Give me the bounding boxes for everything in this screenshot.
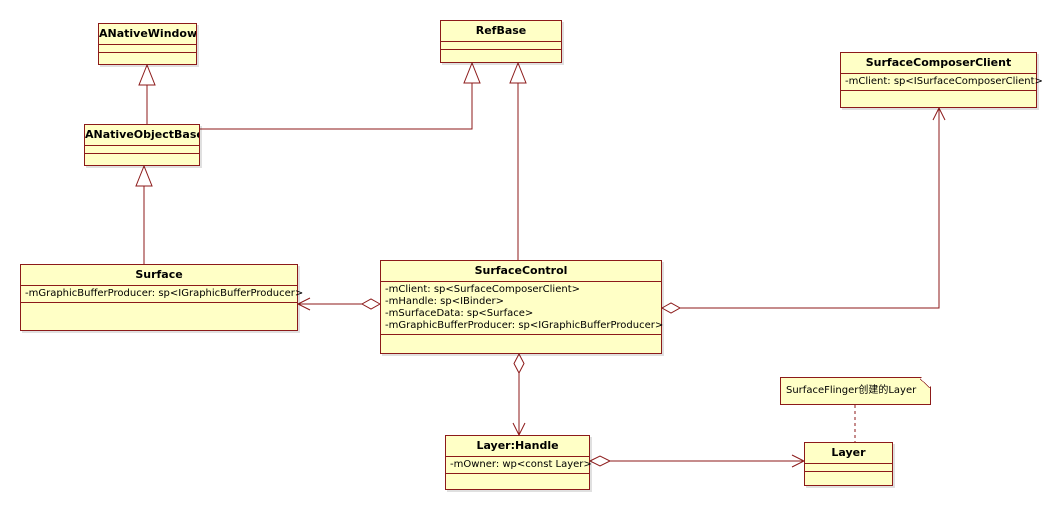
generalization-arrowhead-refbase-left — [463, 61, 481, 84]
aggregation-arrowhead-surface — [296, 297, 311, 311]
attribute: -mSurfaceData: sp<Surface> — [385, 308, 534, 319]
attributes-compartment: -mClient: sp<ISurfaceComposerClient> — [841, 74, 1043, 91]
aggregation-arrowhead-surfacecomposerclient — [932, 106, 946, 121]
generalization-arrowhead-anativewindow — [138, 63, 156, 86]
class-name: SurfaceComposerClient — [841, 53, 1036, 74]
class-name: ANativeWindow — [99, 24, 196, 45]
attribute: -mGraphicBufferProducer: sp<IGraphicBuff… — [385, 320, 664, 331]
generalization-anativeobjectbase-refbase — [200, 83, 473, 130]
class-surfacecontrol[interactable]: SurfaceControl -mClient: sp<SurfaceCompo… — [380, 260, 664, 354]
attribute: -mClient: sp<SurfaceComposerClient> — [385, 284, 580, 295]
attributes-compartment: -mOwner: wp<const Layer> — [446, 457, 592, 474]
class-refbase[interactable]: RefBase — [440, 20, 562, 63]
class-anativeobjectbase[interactable]: ANativeObjectBase — [84, 124, 200, 166]
aggregation-diamond-surfacecontrol-bottom — [513, 352, 525, 375]
class-name: Surface — [21, 265, 297, 286]
attributes-compartment — [85, 146, 199, 154]
aggregation-diamond-surfacecontrol-left — [360, 298, 382, 310]
class-surface[interactable]: Surface -mGraphicBufferProducer: sp<IGra… — [20, 264, 304, 331]
aggregation-diamond-surfacecontrol-right — [660, 302, 682, 314]
class-name: ANativeObjectBase — [85, 125, 199, 146]
class-surfacecomposerclient[interactable]: SurfaceComposerClient -mClient: sp<ISurf… — [840, 52, 1043, 108]
class-layerhandle[interactable]: Layer:Handle -mOwner: wp<const Layer> — [445, 435, 592, 490]
attributes-compartment: -mGraphicBufferProducer: sp<IGraphicBuff… — [21, 286, 304, 303]
note-text: SurfaceFlinger创建的Layer — [786, 385, 917, 396]
attribute: -mOwner: wp<const Layer> — [450, 459, 592, 470]
attribute: -mHandle: sp<IBinder> — [385, 296, 505, 307]
class-name: Layer:Handle — [446, 436, 589, 457]
class-anativewindow[interactable]: ANativeWindow — [98, 23, 197, 65]
class-layer[interactable]: Layer — [804, 442, 893, 486]
attributes-compartment — [805, 464, 892, 472]
attribute: -mClient: sp<ISurfaceComposerClient> — [845, 76, 1043, 87]
note-surfaceflinger-layer[interactable]: SurfaceFlinger创建的Layer — [780, 377, 931, 405]
class-name: RefBase — [441, 21, 561, 42]
class-name: SurfaceControl — [381, 261, 661, 282]
aggregation-diamond-layerhandle — [588, 455, 612, 467]
attributes-compartment: -mClient: sp<SurfaceComposerClient> -mHa… — [381, 282, 664, 335]
note-fold-corner — [920, 378, 930, 388]
class-name: Layer — [805, 443, 892, 464]
generalization-arrowhead-anativeobjectbase — [135, 164, 153, 187]
aggregation-surfacecontrol-surfacecomposerclient — [680, 108, 940, 309]
attribute: -mGraphicBufferProducer: sp<IGraphicBuff… — [25, 288, 304, 299]
generalization-arrowhead-refbase-right — [509, 61, 527, 84]
attributes-compartment — [99, 45, 196, 53]
attributes-compartment — [441, 42, 561, 50]
